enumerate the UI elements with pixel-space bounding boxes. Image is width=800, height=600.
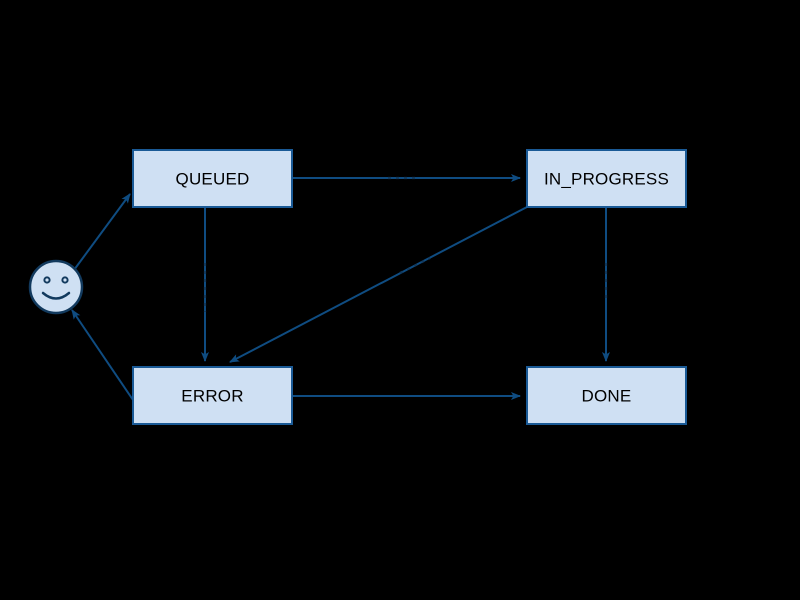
edge-layer (71, 174, 610, 401)
edge-error-to-start (71, 309, 134, 401)
smiley-face-icon[interactable] (28, 259, 84, 315)
edge-line (229, 206, 528, 363)
edge-label-marks (399, 257, 431, 274)
state-label: QUEUED (176, 169, 250, 188)
state-box[interactable] (132, 366, 293, 425)
edge-start-to-queued (73, 193, 131, 271)
smiley-mouth (41, 291, 71, 300)
state-label: ERROR (181, 386, 243, 405)
node-queued[interactable]: QUEUED (132, 149, 293, 208)
edge-line (71, 309, 134, 401)
state-box[interactable] (526, 149, 687, 208)
state-label: DONE (582, 386, 632, 405)
smiley-eye-right (61, 276, 69, 284)
edge-in-progress-to-error (229, 206, 528, 363)
start-state-node[interactable] (28, 259, 84, 315)
node-error[interactable]: ERROR (132, 366, 293, 425)
node-done[interactable]: DONE (526, 366, 687, 425)
state-box[interactable] (132, 149, 293, 208)
edge-line (73, 193, 131, 271)
state-box[interactable] (526, 366, 687, 425)
smiley-eye-left (43, 276, 51, 284)
state-label: IN_PROGRESS (544, 169, 669, 188)
node-in-progress[interactable]: IN_PROGRESS (526, 149, 687, 208)
